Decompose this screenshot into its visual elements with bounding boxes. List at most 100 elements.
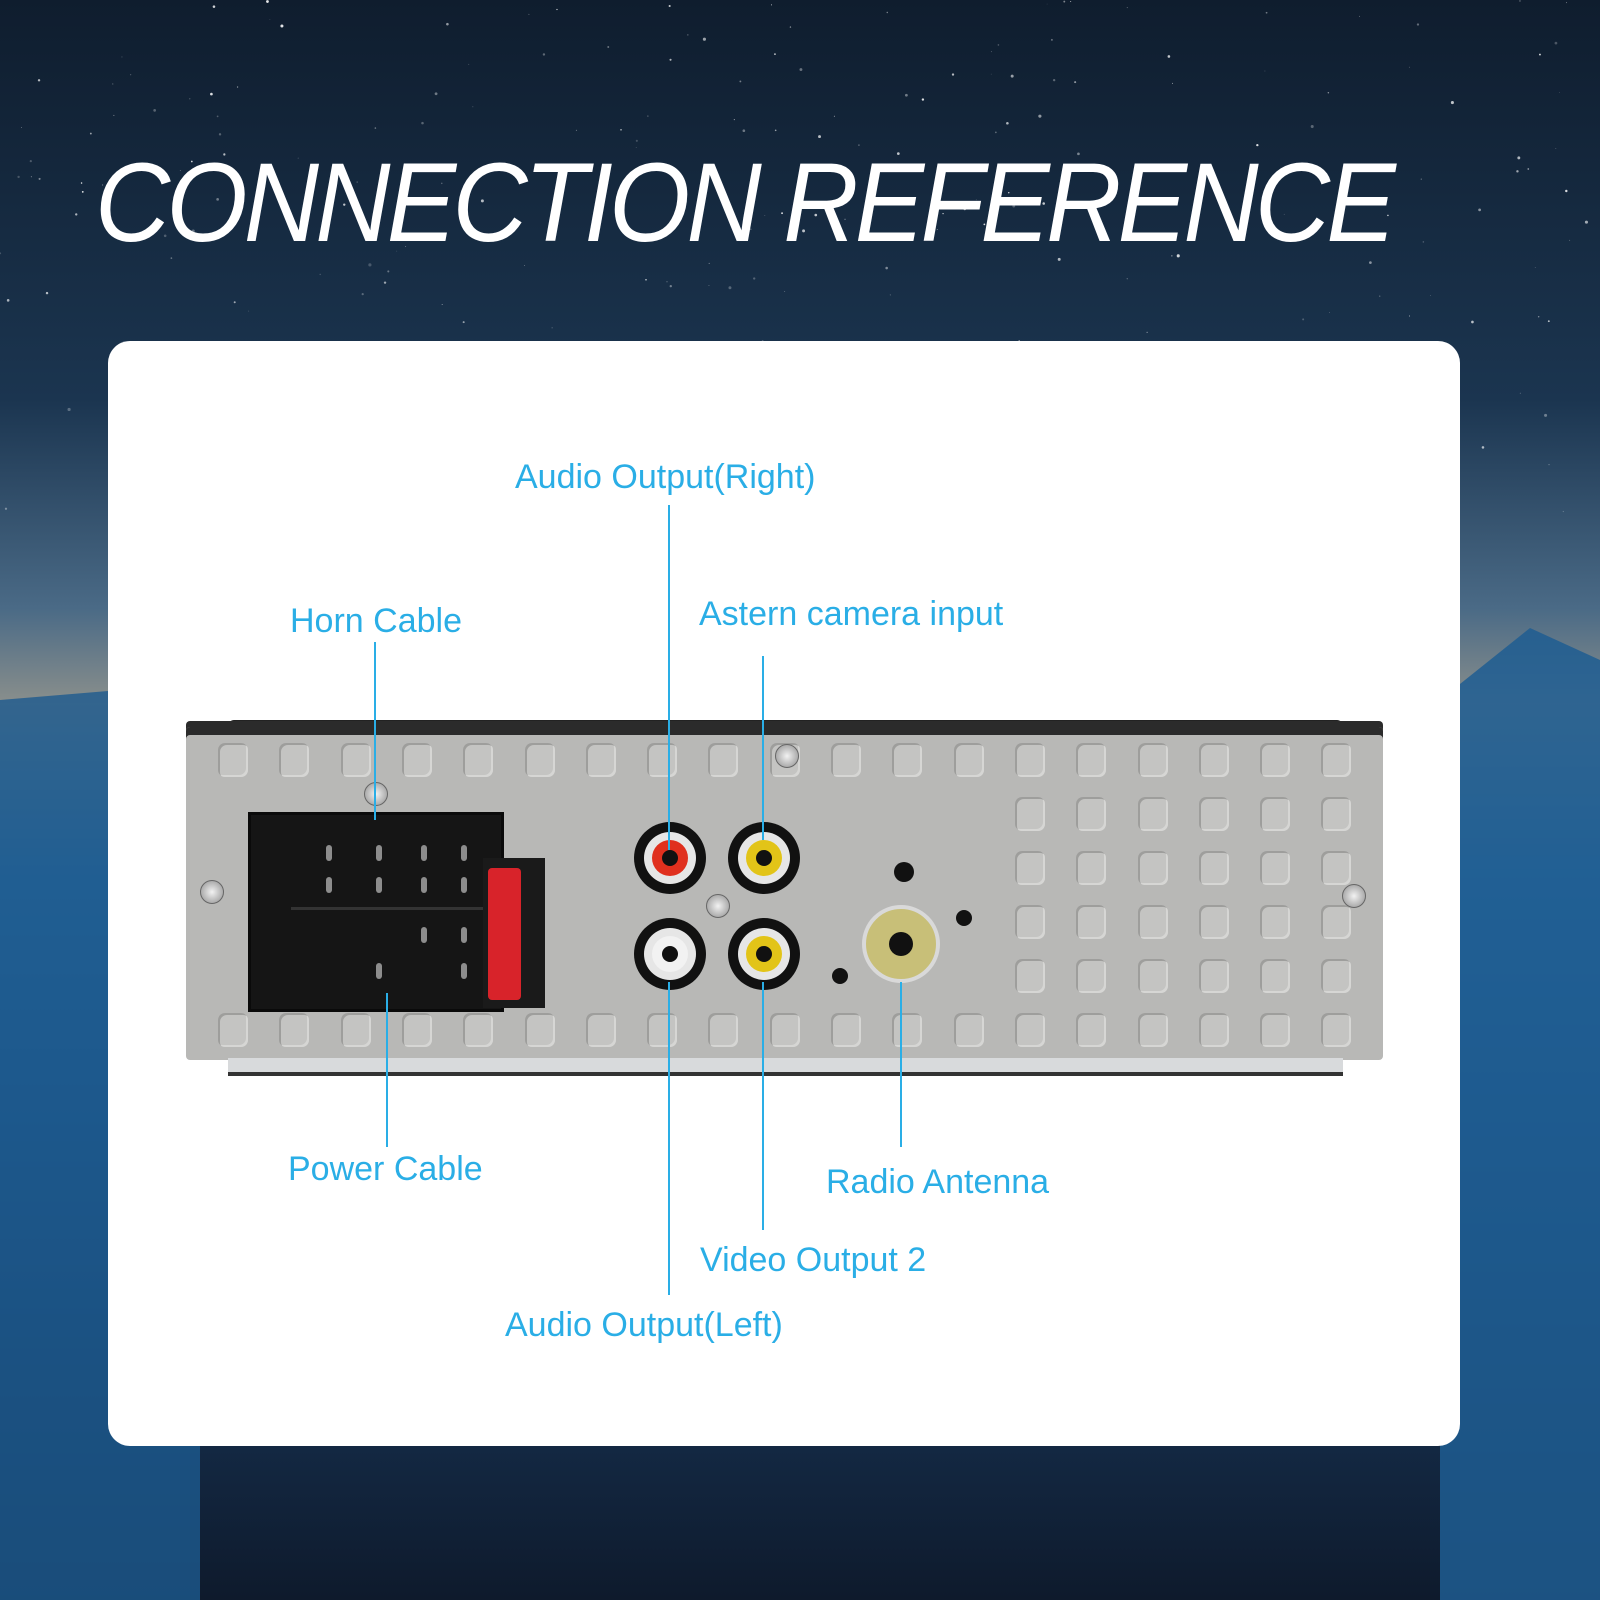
plate-emboss xyxy=(1014,1013,1045,1047)
label-audio-output-right: Audio Output(Right) xyxy=(515,458,816,496)
star xyxy=(1539,53,1541,56)
star xyxy=(1527,168,1530,170)
star xyxy=(1547,320,1550,323)
star xyxy=(963,207,967,211)
star xyxy=(1471,320,1474,324)
radio-unit-bottom-edge xyxy=(228,1058,1343,1076)
star xyxy=(30,176,32,178)
plate-emboss xyxy=(1014,959,1045,993)
plate-emboss xyxy=(340,743,371,777)
plate-emboss xyxy=(218,743,248,777)
star xyxy=(29,159,32,163)
star xyxy=(607,46,610,49)
star xyxy=(942,212,944,215)
leader-line-radio-antenna xyxy=(900,982,902,1147)
plate-emboss xyxy=(463,743,494,777)
mount-hole xyxy=(832,968,848,984)
star xyxy=(983,223,986,226)
star xyxy=(1537,316,1540,318)
star xyxy=(702,37,706,41)
label-astern-camera-input: Astern camera input xyxy=(699,595,1004,633)
plate-emboss xyxy=(1198,851,1229,885)
plate-emboss xyxy=(340,1013,371,1047)
plate-emboss xyxy=(1260,905,1291,939)
plate-emboss xyxy=(1137,851,1168,885)
connector-pin xyxy=(376,845,382,861)
star xyxy=(1379,295,1381,297)
star xyxy=(233,301,236,304)
plate-emboss xyxy=(647,1013,678,1047)
leader-line-horn-cable xyxy=(374,642,376,820)
plate-emboss xyxy=(585,1013,616,1047)
star xyxy=(1534,267,1536,268)
connector-pin xyxy=(461,845,467,861)
star xyxy=(101,184,104,186)
star xyxy=(319,273,321,276)
star xyxy=(480,199,484,203)
star xyxy=(153,109,156,112)
star xyxy=(1302,318,1305,321)
plate-emboss xyxy=(708,743,739,777)
plate-emboss xyxy=(1260,797,1291,831)
plate-emboss xyxy=(279,743,310,777)
plate-emboss xyxy=(892,1013,923,1047)
star xyxy=(1430,295,1432,296)
plate-emboss xyxy=(1260,1013,1291,1047)
plate-emboss xyxy=(1137,959,1168,993)
star xyxy=(802,229,806,233)
star xyxy=(1387,214,1389,217)
plate-emboss xyxy=(1137,1013,1168,1047)
star xyxy=(1327,92,1330,94)
star xyxy=(1172,82,1173,84)
star xyxy=(1516,170,1519,173)
star xyxy=(1265,11,1268,14)
star xyxy=(1159,166,1161,167)
star xyxy=(1562,510,1564,513)
star xyxy=(551,327,553,329)
connector-pin xyxy=(376,877,382,893)
star xyxy=(216,115,219,118)
star xyxy=(1548,463,1550,466)
star xyxy=(1408,315,1410,317)
connector-pin xyxy=(461,877,467,893)
star xyxy=(1517,156,1521,160)
star xyxy=(468,63,470,65)
star xyxy=(620,129,622,131)
leader-line-audio-left xyxy=(668,982,670,1295)
star xyxy=(1050,38,1053,41)
star xyxy=(994,131,997,134)
plate-emboss xyxy=(1137,743,1168,777)
plate-emboss xyxy=(831,743,861,777)
star xyxy=(770,4,773,6)
plate-emboss xyxy=(1076,1013,1107,1047)
star xyxy=(405,246,407,247)
mount-hole xyxy=(894,862,914,882)
plate-emboss xyxy=(708,1013,739,1047)
star xyxy=(1077,152,1080,156)
screw-icon xyxy=(706,894,730,918)
star xyxy=(189,98,191,100)
star xyxy=(121,56,123,58)
connector-pin xyxy=(376,963,382,979)
plate-emboss xyxy=(279,1013,310,1047)
star xyxy=(728,286,732,290)
plate-emboss xyxy=(1076,743,1107,777)
star xyxy=(905,93,908,97)
star xyxy=(113,114,115,116)
radio-unit-top-edge xyxy=(228,720,1343,728)
label-radio-antenna: Radio Antenna xyxy=(826,1163,1050,1201)
star xyxy=(753,277,756,280)
plate-emboss xyxy=(647,743,678,777)
star xyxy=(191,229,195,233)
star xyxy=(89,132,92,135)
star xyxy=(0,252,2,255)
star xyxy=(562,181,564,183)
star xyxy=(374,127,377,129)
star xyxy=(1416,23,1420,26)
star xyxy=(38,177,41,180)
star xyxy=(524,264,525,266)
star xyxy=(1369,261,1372,264)
star xyxy=(997,44,1000,46)
star xyxy=(1042,202,1045,205)
plate-emboss xyxy=(1076,905,1107,939)
